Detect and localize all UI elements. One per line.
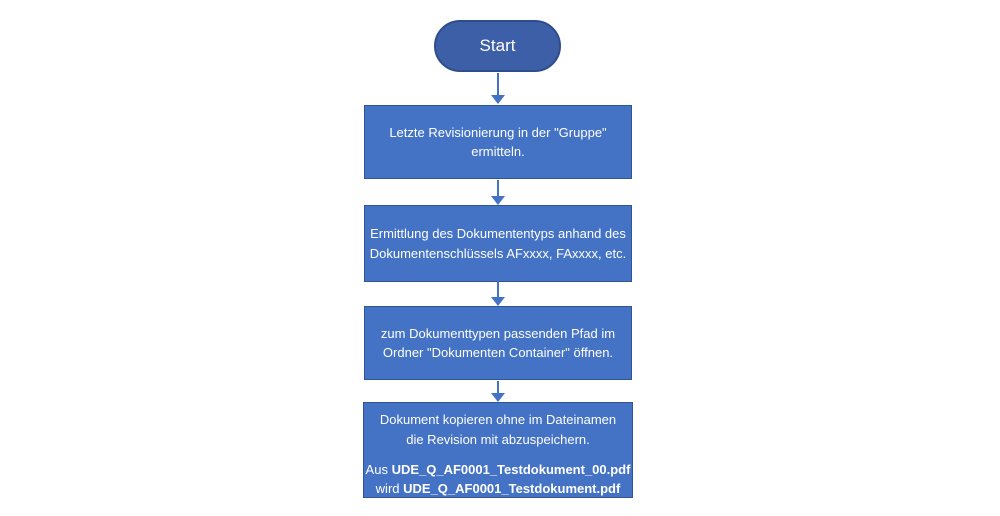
arrow-line	[497, 180, 499, 196]
filename-to-value: UDE_Q_AF0001_Testdokument.pdf	[403, 480, 621, 496]
process-step-2: Ermittlung des Dokumententyps anhand des…	[364, 205, 632, 282]
process-step-4: Dokument kopieren ohne im Dateinamen die…	[363, 402, 633, 498]
arrow-head-icon	[491, 393, 505, 402]
filename-from-value: UDE_Q_AF0001_Testdokument_00.pdf	[391, 462, 631, 477]
arrow-line	[497, 73, 499, 95]
process-step-3: zum Dokumenttypen passenden Pfad im Ordn…	[364, 306, 632, 380]
process-step-1: Letzte Revisionierung in der "Gruppe" er…	[364, 105, 632, 179]
process-step-1-label: Letzte Revisionierung in der "Gruppe" er…	[389, 124, 607, 160]
process-step-3-label: zum Dokumenttypen passenden Pfad im Ordn…	[380, 325, 616, 361]
start-terminator-node: Start	[434, 20, 561, 72]
start-label: Start	[479, 36, 516, 55]
arrow-connector-1	[490, 73, 506, 104]
filename-example-from: Aus UDE_Q_AF0001_Testdokument_00.pdf	[366, 461, 631, 480]
process-step-4-label: Dokument kopieren ohne im Dateinamen die…	[379, 412, 617, 447]
arrow-connector-3	[490, 281, 506, 306]
arrow-head-icon	[491, 297, 505, 306]
arrow-head-icon	[491, 196, 505, 205]
process-step-2-label: Ermittlung des Dokumententyps anhand des…	[369, 226, 627, 261]
arrow-line	[497, 281, 499, 297]
arrow-connector-4	[490, 381, 506, 402]
arrow-head-icon	[491, 95, 505, 104]
filename-example-to: wird UDE_Q_AF0001_Testdokument.pdf	[376, 480, 621, 499]
arrow-connector-2	[490, 180, 506, 205]
filename-to-prefix: wird	[375, 480, 404, 496]
arrow-line	[497, 381, 499, 393]
filename-from-prefix: Aus	[365, 462, 392, 477]
